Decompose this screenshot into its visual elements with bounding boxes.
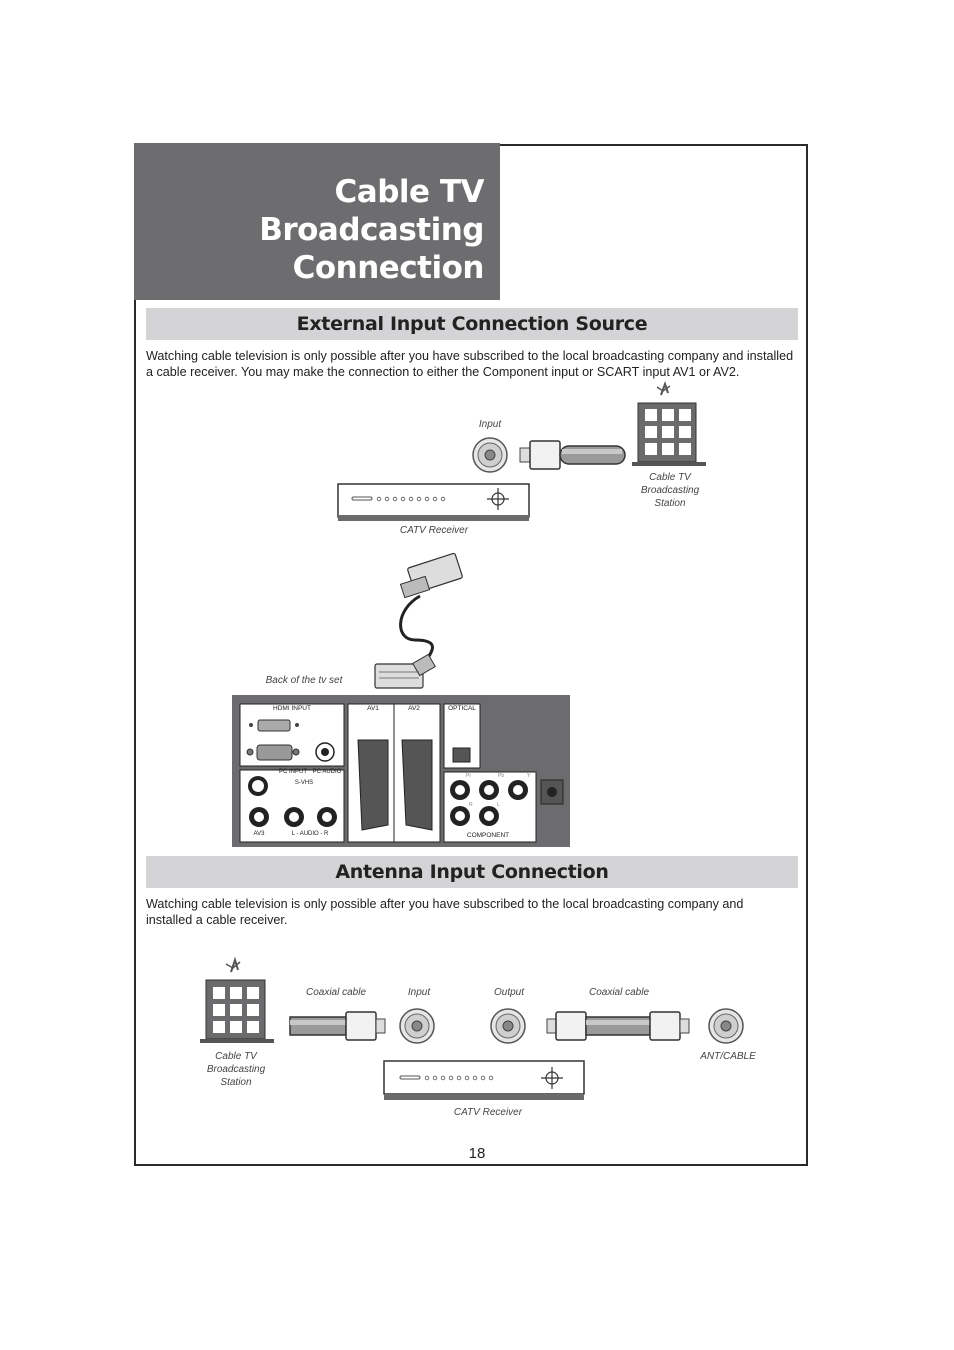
y-label: Y	[527, 773, 531, 779]
receiver-caption: CATV Receiver	[399, 525, 469, 536]
hdmi-label: HDMI INPUT	[273, 705, 311, 712]
page-number: 18	[468, 1145, 486, 1162]
audio-label: L - AUDIO - R	[291, 831, 329, 837]
section-heading-bar-external: External Input Connection Source	[146, 308, 798, 340]
ant-cable-jack-icon	[708, 1008, 744, 1044]
station-caption-line-1: Cable TV	[649, 472, 691, 483]
title-line-3: Connection	[292, 250, 485, 286]
pb-label: Pb	[498, 773, 505, 779]
section-body-external: Watching cable television is only possib…	[146, 349, 794, 379]
back-of-tv-caption: Back of the tv set	[265, 675, 343, 686]
catv-receiver-icon	[383, 1060, 585, 1100]
station-caption-2-line-2: Broadcasting	[206, 1064, 266, 1075]
section-body-antenna: Watching cable television is only possib…	[146, 897, 744, 927]
tv-back-panel	[232, 695, 570, 847]
pr-label: Pr	[466, 773, 471, 779]
coaxial-cable-caption-1: Coaxial cable	[305, 987, 367, 998]
av1-label: AV1	[367, 705, 379, 712]
station-caption-line-2: Broadcasting	[640, 485, 700, 496]
section-heading-antenna: Antenna Input Connection	[335, 861, 609, 883]
receiver-caption-2: CATV Receiver	[453, 1107, 523, 1118]
antenna-input-diagram	[200, 956, 744, 1100]
pc-audio-label: PC AUDIO	[312, 769, 342, 775]
r-label: R	[469, 802, 473, 808]
optical-label: OPTICAL	[448, 705, 476, 712]
station-caption-2-line-1: Cable TV	[215, 1051, 257, 1062]
receiver-output-jack-icon	[490, 1008, 526, 1044]
coaxial-cable-icon	[546, 1011, 690, 1041]
coaxial-cable-caption-2: Coaxial cable	[588, 987, 650, 998]
broadcasting-station-icon	[632, 380, 706, 466]
av3-label: AV3	[253, 831, 265, 837]
scart-cable-icon	[374, 552, 463, 689]
input-caption: Input	[478, 419, 502, 430]
broadcasting-station-icon	[200, 956, 274, 1043]
component-label: COMPONENT	[466, 832, 510, 839]
av2-label: AV2	[408, 705, 420, 712]
coaxial-cable-icon	[289, 1011, 386, 1041]
station-caption-2-line-3: Station	[220, 1077, 252, 1088]
ant-cable-caption: ANT/CABLE	[700, 1051, 756, 1062]
pc-input-label: PC INPUT	[278, 769, 307, 775]
station-caption-2: Cable TV Broadcasting Station	[186, 1050, 286, 1089]
station-caption: Cable TV Broadcasting Station	[620, 471, 720, 510]
page-title: Cable TV Broadcasting Connection	[144, 173, 484, 287]
catv-receiver-icon	[337, 483, 530, 521]
input-caption-2: Input	[407, 987, 431, 998]
input-jack-icon	[472, 437, 508, 473]
l-label: L	[497, 802, 500, 808]
coaxial-cable-icon	[519, 440, 626, 470]
title-banner: Cable TV Broadcasting Connection	[134, 143, 500, 300]
section-heading-bar-antenna: Antenna Input Connection	[146, 856, 798, 888]
external-input-diagram	[232, 380, 706, 847]
station-caption-line-3: Station	[654, 498, 686, 509]
title-line-2: Broadcasting	[259, 212, 484, 248]
output-caption: Output	[493, 987, 525, 998]
section-heading-external: External Input Connection Source	[296, 313, 648, 335]
title-line-1: Cable TV	[334, 174, 485, 210]
svhs-label: S-VHS	[294, 780, 314, 786]
receiver-input-jack-icon	[399, 1008, 435, 1044]
